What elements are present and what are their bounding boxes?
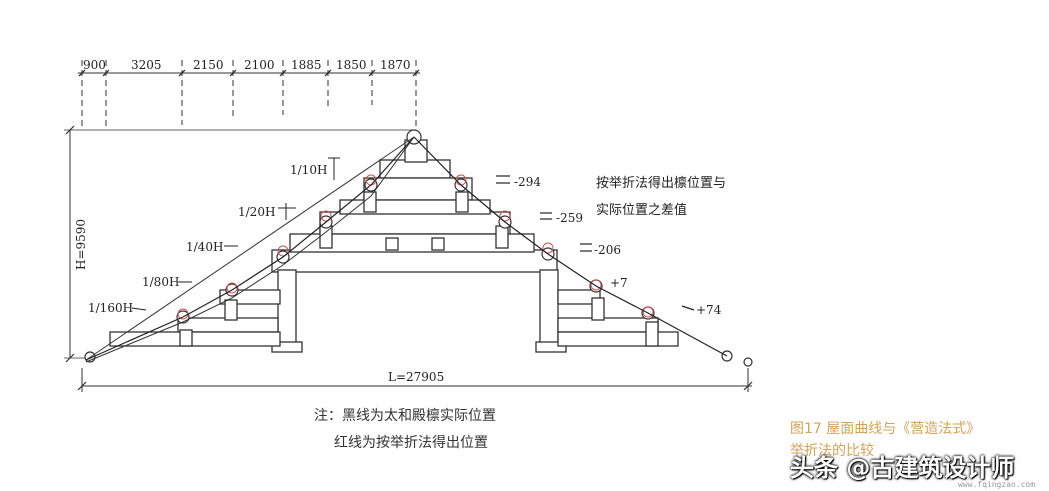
ratio-markers	[131, 157, 340, 311]
ratio-labels: 1/10H 1/20H 1/40H 1/80H 1/160H	[88, 163, 327, 315]
top-dimension-labels: 900 3205 2150 2100 1885 1850 1870	[83, 58, 411, 72]
ratio-label: 1/160H	[88, 301, 133, 315]
diff-title-line2: 实际位置之差值	[596, 202, 687, 218]
ratio-label: 1/40H	[186, 240, 223, 254]
dim-label: 3205	[131, 58, 162, 72]
dim-label: 2150	[193, 58, 224, 72]
ratio-label: 1/10H	[290, 163, 327, 177]
dim-label: 900	[83, 58, 106, 72]
diff-value: -294	[514, 175, 541, 189]
diff-title-line1: 按举折法得出檩位置与	[596, 175, 726, 191]
diff-value: +74	[696, 303, 722, 317]
note-line1: 注：黑线为太和殿檩实际位置	[314, 408, 496, 424]
height-label: H=9590	[74, 219, 88, 270]
diff-values: -294 -259 -206 +7 +74	[514, 175, 722, 317]
watermark: 头条 @古建筑设计师	[790, 454, 1015, 482]
dim-label: 1885	[291, 58, 322, 72]
dim-label: 1850	[336, 58, 367, 72]
ratio-label: 1/80H	[142, 275, 179, 289]
source-url: www.fqingzan.com	[958, 480, 1036, 489]
diff-value: -206	[594, 243, 621, 257]
note-line2: 红线为按举折法得出位置	[334, 435, 488, 451]
diff-markers	[496, 175, 695, 311]
dim-label: 1870	[380, 58, 411, 72]
ratio-label: 1/20H	[238, 205, 275, 219]
height-dimension	[64, 125, 416, 363]
roof-lines	[85, 136, 728, 363]
diff-value: -259	[556, 211, 583, 225]
figure-caption-line2: 举折法的比较	[790, 443, 874, 459]
length-label: L=27905	[388, 370, 444, 384]
figure-caption: 图17 屋面曲线与《营造法式》	[790, 421, 981, 437]
length-dimension	[77, 368, 753, 392]
top-dimension-chain	[78, 60, 420, 130]
diff-value: +7	[610, 276, 628, 290]
diff-title: 按举折法得出檩位置与 实际位置之差值	[596, 175, 726, 218]
calculated-roof-line	[85, 136, 415, 363]
actual-roof-line	[85, 136, 415, 361]
dim-label: 2100	[244, 58, 275, 72]
